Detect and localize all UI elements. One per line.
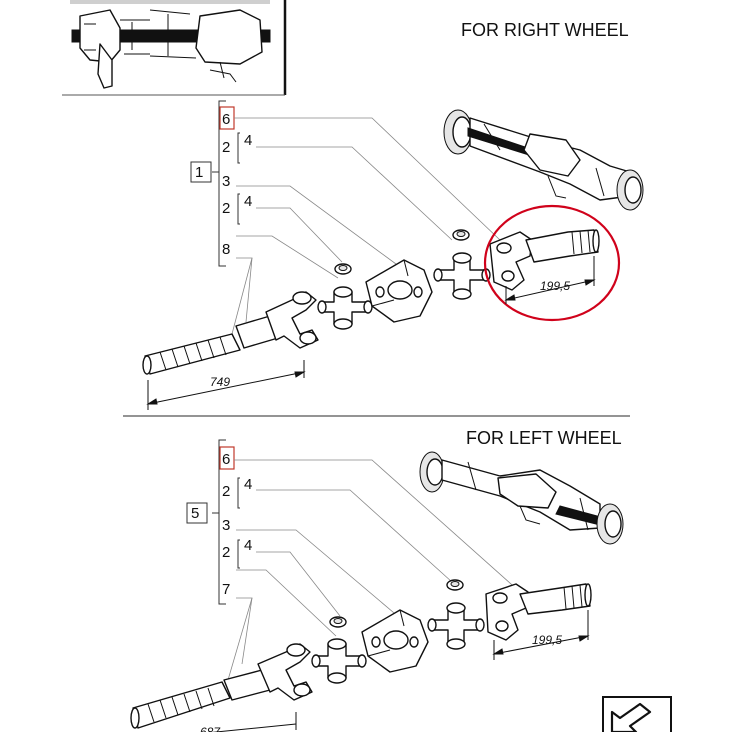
section-title-left-wheel: FOR LEFT WHEEL xyxy=(466,428,622,448)
ref-4b-top: 4 xyxy=(244,193,252,210)
leader-lines-bottom xyxy=(227,459,521,681)
navigation-arrow-icon[interactable] xyxy=(602,696,672,732)
axle-illustration-left xyxy=(419,451,624,545)
coupling-yoke-bottom xyxy=(361,609,429,673)
coupling-yoke-top xyxy=(365,259,433,323)
ref-2b-top: 2 xyxy=(222,200,230,217)
ref-2a-top: 2 xyxy=(222,139,230,156)
cross-journal-top-left xyxy=(317,263,373,330)
axle-overview-inset xyxy=(62,0,287,96)
dimension-lines-top xyxy=(146,256,596,410)
ref-8-top: 8 xyxy=(222,241,230,258)
long-shaft-top xyxy=(142,291,319,375)
ref-6-top: 6 xyxy=(222,111,230,128)
ref-4a-top: 4 xyxy=(244,132,252,149)
short-shaft-bottom xyxy=(485,583,592,641)
ref-7-bottom: 7 xyxy=(222,581,230,598)
short-shaft-top xyxy=(489,229,600,291)
ref-4b-bottom: 4 xyxy=(244,537,252,554)
dimension-lines-bottom xyxy=(210,610,590,732)
reference-bracket-top xyxy=(190,100,240,267)
dimension-long-top: 749 xyxy=(210,375,230,389)
leader-lines-top xyxy=(231,117,501,335)
dimension-short-bottom: 199,5 xyxy=(532,633,562,647)
cross-journal-bottom-right xyxy=(427,579,485,650)
ref-3-bottom: 3 xyxy=(222,517,230,534)
ref-3-top: 3 xyxy=(222,173,230,190)
axle-illustration-right xyxy=(443,109,644,211)
ref-2b-bottom: 2 xyxy=(222,544,230,561)
ref-group-1: 1 xyxy=(195,164,203,181)
cross-journal-top-right xyxy=(433,229,491,300)
ref-4a-bottom: 4 xyxy=(244,476,252,493)
ref-6-bottom: 6 xyxy=(222,451,230,468)
cross-journal-bottom-left xyxy=(311,616,367,684)
reference-bracket-bottom xyxy=(186,439,240,605)
highlight-circle-top xyxy=(483,204,621,322)
long-shaft-bottom xyxy=(130,643,313,729)
ref-2a-bottom: 2 xyxy=(222,483,230,500)
section-title-right-wheel: FOR RIGHT WHEEL xyxy=(461,20,629,40)
dimension-short-top: 199,5 xyxy=(540,279,570,293)
ref-group-5: 5 xyxy=(191,505,199,522)
dimension-long-bottom: 687 xyxy=(200,725,221,732)
